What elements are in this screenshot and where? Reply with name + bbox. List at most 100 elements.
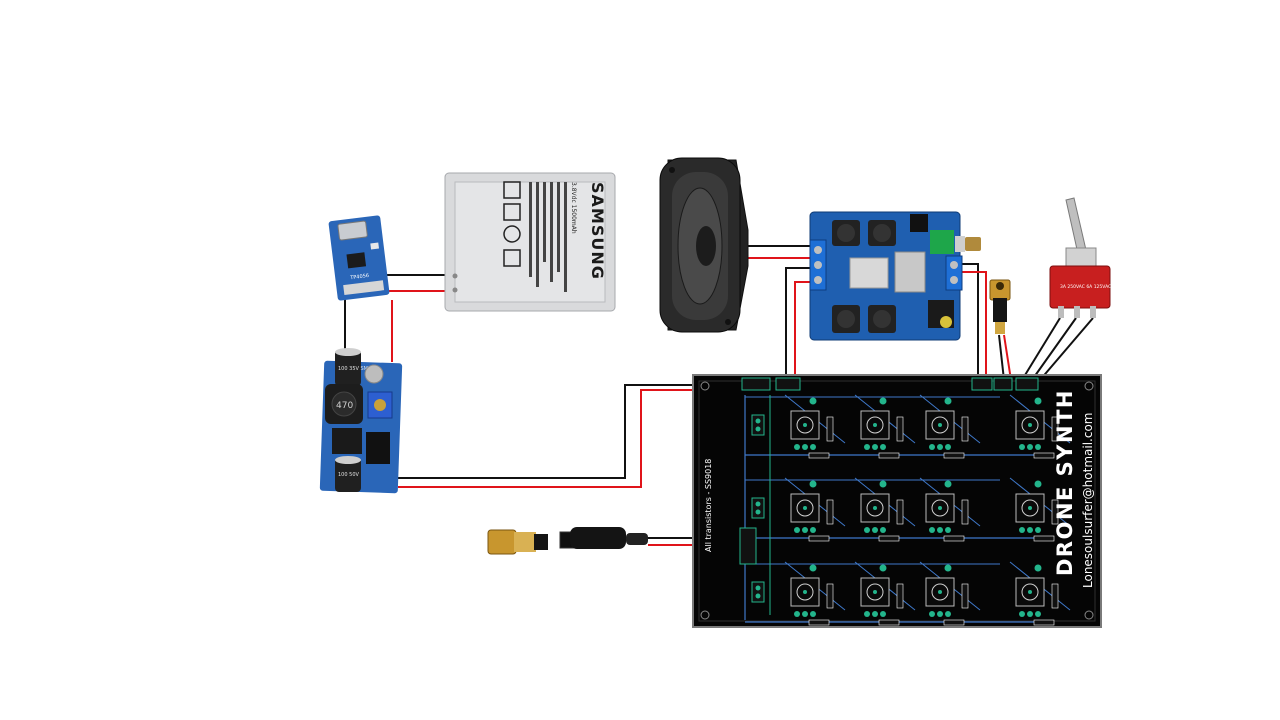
- pcb-pad: [1035, 611, 1041, 617]
- pcb-pad: [864, 611, 870, 617]
- board-email: Lonesoulsurfer@hotmail.com: [1081, 413, 1095, 588]
- resistor: [808, 452, 830, 459]
- pcb-pad: [864, 444, 870, 450]
- pcb-pad: [944, 397, 952, 405]
- pcb-pad: [944, 480, 952, 488]
- pcb-pad: [809, 480, 817, 488]
- wire-switch-1: [1021, 317, 1061, 381]
- pcb-pad: [1034, 480, 1042, 488]
- resistor: [1033, 619, 1055, 626]
- pcb-pad: [1027, 527, 1033, 533]
- potentiometer-shaft: [1021, 499, 1039, 517]
- speaker-icon: [659, 157, 749, 333]
- pcb-pad: [1019, 611, 1025, 617]
- pcb-pad: [1034, 397, 1042, 405]
- potentiometer-center: [1028, 506, 1032, 510]
- pcb-pad: [872, 611, 878, 617]
- resistor: [826, 416, 834, 442]
- pcb-pad: [809, 397, 817, 405]
- resistor: [826, 499, 834, 525]
- wire-switch-3: [1039, 317, 1094, 381]
- pcb-component: [751, 414, 765, 436]
- pcb-pad: [944, 564, 952, 572]
- potentiometer-center: [1028, 423, 1032, 427]
- charger-module: TP4056: [328, 215, 390, 301]
- resistor: [896, 583, 904, 609]
- pcb-pad: [929, 611, 935, 617]
- pcb-pad: [929, 444, 935, 450]
- potentiometer-shaft: [796, 583, 814, 601]
- pcb-pad: [1035, 527, 1041, 533]
- pcb-pad: [864, 527, 870, 533]
- resistor: [878, 452, 900, 459]
- potentiometer-shaft: [1021, 416, 1039, 434]
- potentiometer-center: [873, 423, 877, 427]
- resistor: [1051, 499, 1059, 525]
- wire-jack-top-black: [998, 334, 1005, 381]
- pcb-pad: [937, 611, 943, 617]
- potentiometer-shaft: [931, 583, 949, 601]
- mounting-hole: [1084, 610, 1094, 620]
- potentiometer-center: [873, 506, 877, 510]
- resistor: [826, 583, 834, 609]
- potentiometer-shaft: [1021, 583, 1039, 601]
- resistor: [878, 619, 900, 626]
- pcb-pad: [755, 593, 761, 599]
- pcb-pad: [929, 527, 935, 533]
- li-ion-battery-icon: SAMSUNG 3.8Vdc 1500mAh: [444, 172, 616, 312]
- pcb-pad: [872, 444, 878, 450]
- input-jack: [487, 527, 648, 555]
- resistor: [1033, 535, 1055, 542]
- pcb-pad: [879, 397, 887, 405]
- pcb-pad: [937, 444, 943, 450]
- pcb-pad: [937, 527, 943, 533]
- pcb-pad: [1019, 444, 1025, 450]
- pcb-pad: [1027, 611, 1033, 617]
- potentiometer-center: [938, 506, 942, 510]
- potentiometer: [860, 410, 890, 440]
- resistor: [961, 416, 969, 442]
- pcb-pad: [872, 527, 878, 533]
- potentiometer-shaft: [866, 499, 884, 517]
- pcb-pad: [755, 509, 761, 515]
- resistor: [896, 416, 904, 442]
- pcb-pad: [755, 501, 761, 507]
- charger-label: TP4056: [349, 273, 369, 281]
- pcb-features: [700, 381, 1094, 626]
- board-note: All transistors - SS9018: [704, 459, 713, 552]
- pcb-pad: [1019, 527, 1025, 533]
- battery-brand: SAMSUNG: [588, 182, 607, 280]
- pcb-pad: [755, 585, 761, 591]
- potentiometer-center: [803, 423, 807, 427]
- resistor: [1033, 452, 1055, 459]
- pcb-pad: [809, 564, 817, 572]
- board-title: DRONE SYNTH: [1053, 389, 1077, 576]
- pcb-pad: [1035, 444, 1041, 450]
- pcb-pad: [794, 611, 800, 617]
- resistor: [1051, 416, 1059, 442]
- pcb-pad: [755, 426, 761, 432]
- boost-inductor-label: 470: [336, 401, 353, 411]
- potentiometer-center: [938, 590, 942, 594]
- pcb-pad: [755, 418, 761, 424]
- resistor: [808, 619, 830, 626]
- potentiometer-shaft: [931, 416, 949, 434]
- switch-label: 3A 250VAC 6A 125VAC: [1060, 284, 1111, 290]
- resistor: [961, 583, 969, 609]
- potentiometer-shaft: [866, 416, 884, 434]
- wire-jack-top-red: [1003, 334, 1012, 381]
- resistor: [943, 535, 965, 542]
- pcb-pad: [879, 480, 887, 488]
- resistor: [878, 535, 900, 542]
- potentiometer-center: [803, 590, 807, 594]
- potentiometer-center: [938, 423, 942, 427]
- potentiometer: [925, 493, 955, 523]
- mounting-hole: [1084, 381, 1094, 391]
- potentiometer-shaft: [796, 499, 814, 517]
- potentiometer-center: [1028, 590, 1032, 594]
- amplifier-board-icon: [809, 211, 981, 341]
- resistor: [1051, 583, 1059, 609]
- pcb-pad: [794, 527, 800, 533]
- potentiometer-center: [873, 590, 877, 594]
